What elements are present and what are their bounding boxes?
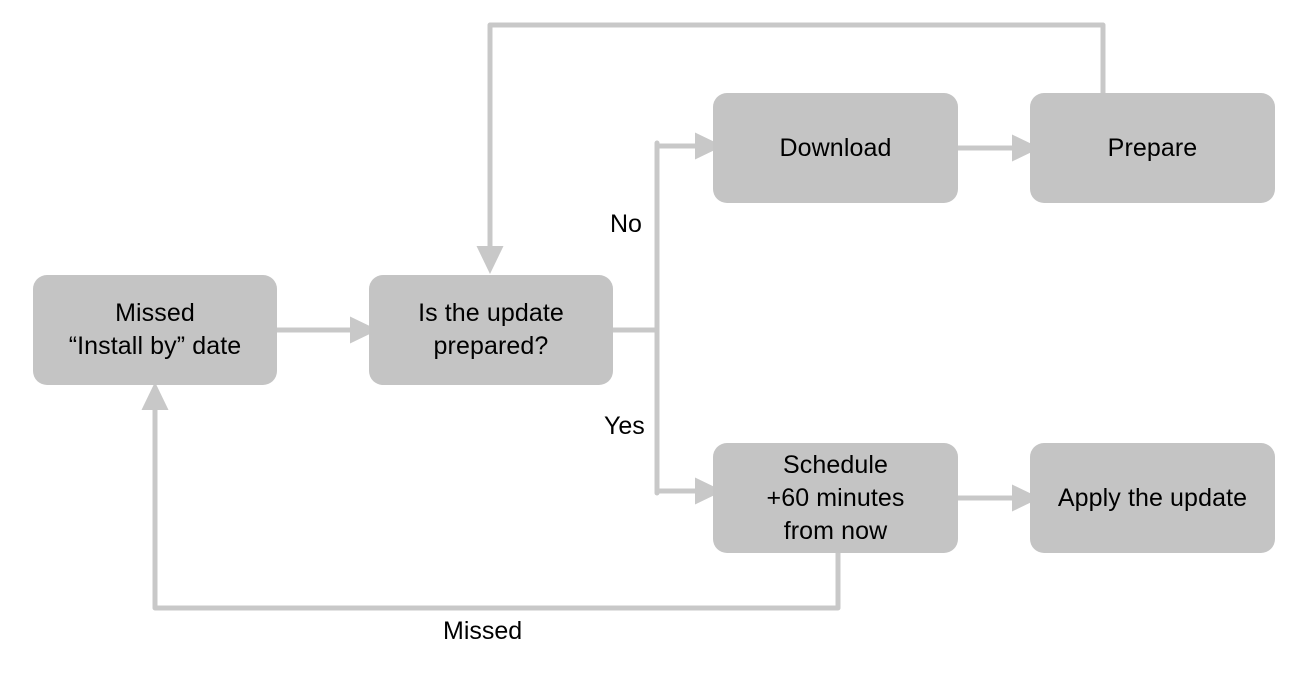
node-missed-install-by-date[interactable]: Missed “Install by” date	[33, 275, 277, 385]
edge-question-split-stem	[613, 140, 660, 496]
edge-label-missed: Missed	[443, 617, 523, 645]
edge-label-yes: Yes	[604, 412, 645, 440]
node-is-the-update-prepared[interactable]: Is the update prepared?	[369, 275, 613, 385]
edge-schedule-to-missed	[141, 382, 841, 611]
node-prepare[interactable]: Prepare	[1030, 93, 1275, 203]
node-apply-the-update[interactable]: Apply the update	[1030, 443, 1275, 553]
edge-prepare-to-question	[476, 22, 1106, 274]
node-schedule-60-minutes[interactable]: Schedule +60 minutes from now	[713, 443, 958, 553]
node-download[interactable]: Download	[713, 93, 958, 203]
edge-label-no: No	[610, 210, 642, 238]
